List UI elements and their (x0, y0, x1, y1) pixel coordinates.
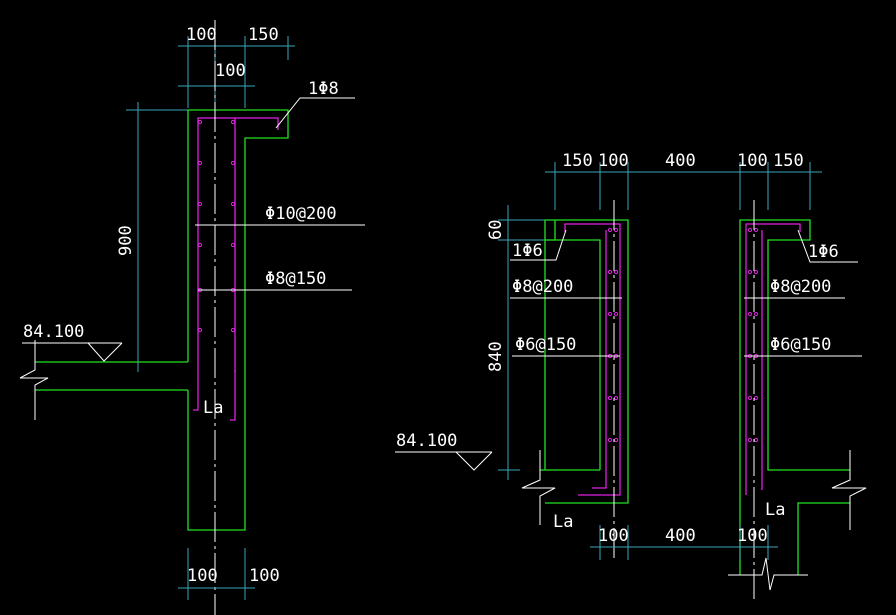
right-bottom-dim-1: 100 (598, 526, 629, 546)
left-horiz-bar-label: Φ10@200 (265, 204, 337, 224)
right-elevation: 84.100 (396, 431, 457, 451)
right-bar-dots (607, 227, 759, 443)
left-bottom-dim-1: 100 (187, 566, 218, 586)
left-bottom-dim-2: 100 (249, 566, 280, 586)
right-left-bar-outer (564, 223, 621, 496)
left-detail: 100 150 100 900 1Φ8 Φ10 (19, 20, 365, 615)
right-anchor-right: La (765, 500, 785, 520)
right-detail: 150 100 400 100 150 60 840 (395, 151, 867, 600)
right-top-dim-2: 100 (598, 151, 629, 171)
right-wall-left-inner (554, 220, 601, 470)
right-bottom-dim-2: 400 (665, 526, 696, 546)
left-mid-dim: 100 (215, 61, 246, 81)
right-top-dim-1: 150 (562, 151, 593, 171)
left-wall-outline (187, 109, 289, 531)
right-top-dim-3: 400 (665, 151, 696, 171)
right-wall-right-outline (739, 219, 850, 503)
right-dim-840: 840 (486, 341, 506, 372)
right-break-bottom (728, 557, 808, 591)
right-vert-left: Φ6@150 (515, 335, 576, 355)
left-bar-outer (197, 117, 279, 372)
left-elev-triangle (87, 342, 123, 362)
left-break-line (19, 340, 49, 420)
right-dim-60: 60 (486, 220, 506, 240)
right-break-right (831, 450, 867, 530)
left-bar-hook-1 (193, 372, 199, 411)
left-vert-bar-label: Φ8@150 (265, 269, 326, 289)
right-anchor-left: La (553, 512, 573, 532)
right-leader-bar-left (510, 229, 567, 261)
right-horiz-left: Φ8@200 (512, 277, 573, 297)
left-leader-top (275, 97, 355, 129)
right-wall-right-bottom (797, 502, 850, 575)
right-top-dim-5: 150 (773, 151, 804, 171)
left-top-dim-2: 150 (248, 25, 279, 45)
left-height-dim: 900 (116, 225, 136, 256)
right-right-bar-outer (745, 223, 801, 495)
right-bar-right-top: 1Φ6 (808, 242, 839, 262)
right-break-left (521, 450, 556, 525)
right-wall-left-outline (544, 219, 629, 504)
left-anchor-label: La (203, 398, 223, 418)
right-vert-right: Φ6@150 (770, 335, 831, 355)
right-leader-bar-right (797, 229, 858, 263)
right-bar-left-top: 1Φ6 (512, 241, 543, 261)
left-elevation: 84.100 (23, 322, 84, 342)
right-top-dim-4: 100 (737, 151, 768, 171)
right-bottom-dim-3: 100 (737, 526, 768, 546)
left-bar-top-label: 1Φ8 (308, 79, 339, 99)
right-horiz-right: Φ8@200 (770, 277, 831, 297)
right-elev-triangle (455, 451, 493, 471)
right-left-bar-inner (592, 230, 607, 489)
left-bar-dots (197, 119, 236, 333)
left-top-dim-1: 100 (186, 25, 217, 45)
left-bar-hook-2 (230, 370, 236, 421)
